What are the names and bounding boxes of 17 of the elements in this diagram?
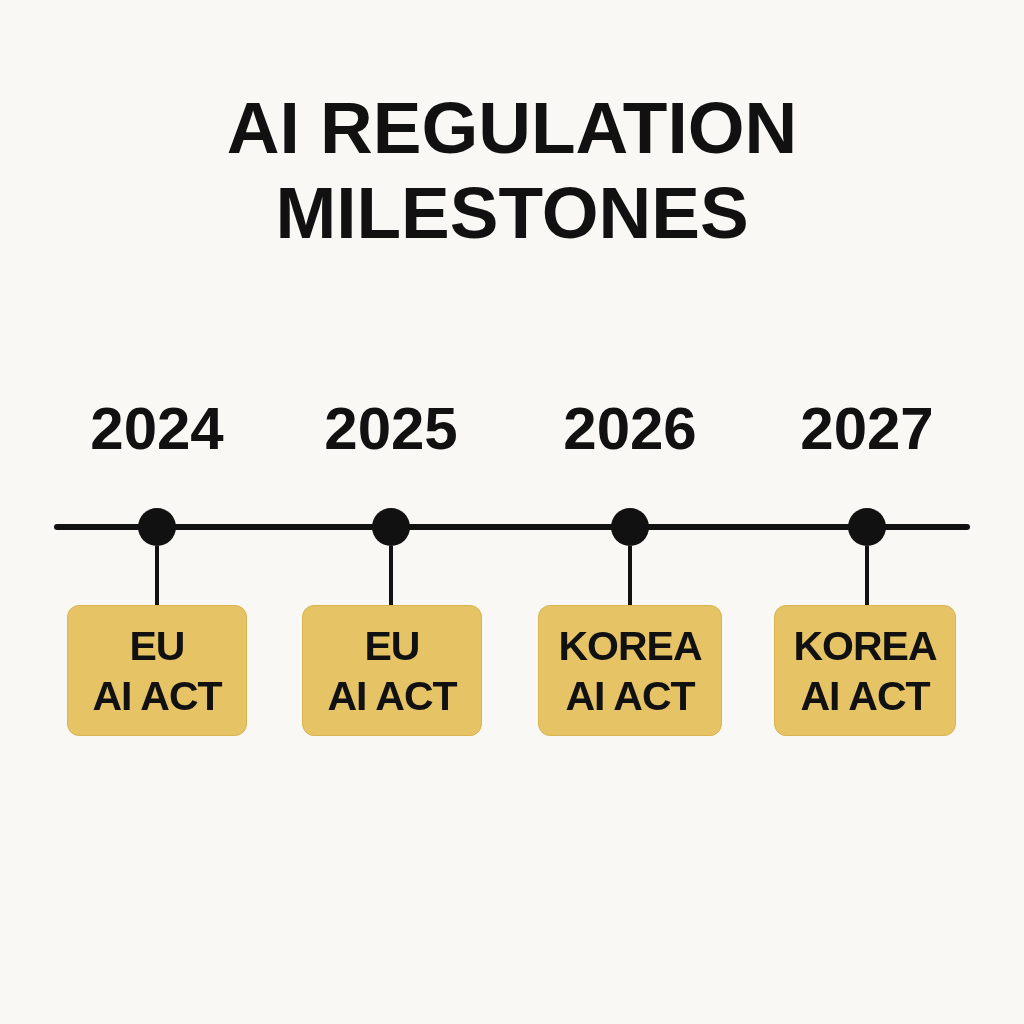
connector-line [155, 546, 159, 605]
connector-line [628, 546, 632, 605]
milestone-box [302, 605, 482, 736]
year-label: 2026 [563, 399, 697, 459]
milestone-label: EU AI ACT [327, 621, 457, 721]
milestone-box [67, 605, 247, 736]
milestone-label: KOREA AI ACT [558, 621, 702, 721]
year-label: 2024 [90, 399, 224, 459]
milestone-box [538, 605, 722, 736]
milestone-box [774, 605, 956, 736]
year-label: 2027 [800, 399, 934, 459]
year-label: 2025 [324, 399, 458, 459]
milestone-label: EU AI ACT [92, 621, 222, 721]
connector-line [389, 546, 393, 605]
connector-line [865, 546, 869, 605]
milestone-label: KOREA AI ACT [793, 621, 937, 721]
diagram-title: AI REGULATION MILESTONES [225, 86, 799, 255]
